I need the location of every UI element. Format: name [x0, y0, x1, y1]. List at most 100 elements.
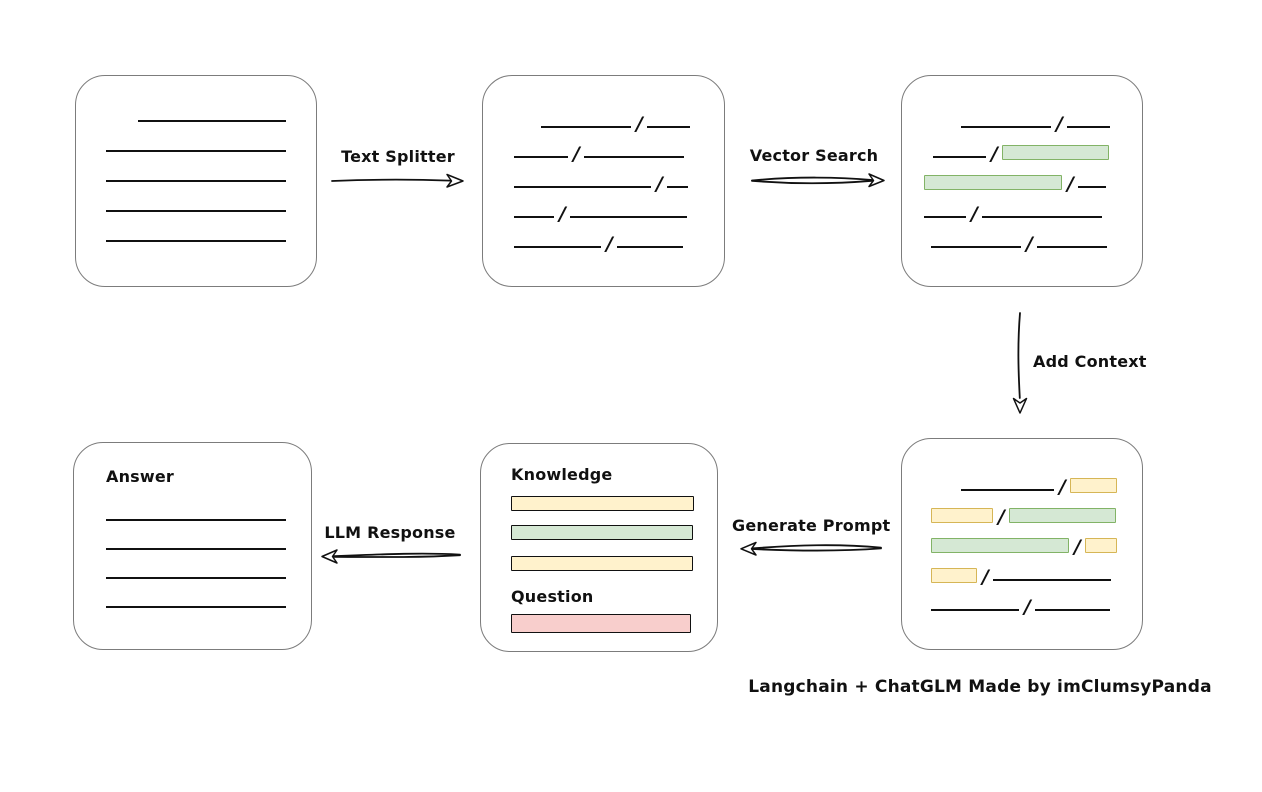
chunk-row: / [931, 491, 1142, 528]
split-slash: / [573, 143, 580, 165]
generate-prompt-label: Generate Prompt [732, 516, 891, 535]
text-line [106, 519, 286, 521]
text-line [583, 156, 684, 158]
text-line [981, 216, 1102, 218]
chunk-yellow [1084, 538, 1117, 553]
text-line [666, 186, 688, 188]
chunk-row [106, 521, 311, 550]
chunk-row: / [924, 158, 1142, 195]
knowledge-label: Knowledge [511, 465, 613, 484]
chunk-green [931, 538, 1069, 553]
split-slash: / [1026, 233, 1033, 255]
box-source-document [75, 75, 317, 287]
question-bar [511, 614, 717, 633]
chunk-yellow [1069, 478, 1117, 493]
text-line [961, 489, 1054, 491]
chunk-row [106, 182, 316, 212]
add-context-label: Add Context [1033, 352, 1147, 371]
split-slash: / [1074, 536, 1081, 558]
split-slash: / [1024, 596, 1031, 618]
text-line [961, 126, 1051, 128]
knowledge-bars [511, 496, 717, 571]
text-line [106, 150, 286, 152]
text-line [1034, 609, 1110, 611]
chunk-row [106, 212, 316, 242]
chunk-row: / [924, 218, 1142, 255]
text-line [616, 246, 683, 248]
split-slash: / [1059, 476, 1066, 498]
chunk-row: / [931, 551, 1142, 588]
question-label: Question [511, 587, 594, 606]
chunk-green [1001, 145, 1109, 160]
llm-response-arrow [321, 549, 461, 564]
split-slash: / [656, 173, 663, 195]
chunk-row: / [931, 581, 1142, 618]
chunk-rows: / / / / / [514, 98, 724, 255]
chunk-green [1008, 508, 1116, 523]
chunk-rows: / / / / / [931, 461, 1142, 618]
text-line [933, 156, 986, 158]
text-line [138, 120, 286, 122]
chunk-row: / [514, 128, 724, 165]
split-slash: / [971, 203, 978, 225]
text-line [106, 180, 286, 182]
chunk-row: / [514, 158, 724, 195]
red-bar [511, 614, 691, 633]
split-slash: / [606, 233, 613, 255]
chunk-row [106, 579, 311, 608]
text-line [924, 216, 966, 218]
text-line [514, 186, 651, 188]
generate-prompt-arrow [740, 541, 882, 556]
vector-search-arrow [751, 173, 885, 188]
chunk-rows [106, 92, 316, 242]
text-line [106, 577, 286, 579]
box-answer: Answer [73, 442, 312, 650]
text-line [541, 126, 631, 128]
split-slash: / [998, 506, 1005, 528]
chunk-row: / [514, 218, 724, 255]
text-line [931, 609, 1019, 611]
llm-response-label: LLM Response [324, 523, 456, 542]
text-line [514, 156, 568, 158]
answer-lines [106, 492, 311, 608]
chunk-row: / [931, 461, 1142, 498]
text-line [514, 216, 554, 218]
text-line [514, 246, 601, 248]
chunk-row [106, 492, 311, 521]
split-slash: / [559, 203, 566, 225]
box-vector-matches: ///// [901, 75, 1143, 287]
chunk-row [106, 92, 316, 122]
caption: Langchain + ChatGLM Made by imClumsyPand… [748, 677, 1212, 697]
chunk-yellow [931, 568, 977, 583]
box-context-chunks: / / / / / [901, 438, 1143, 650]
text-line [1077, 186, 1106, 188]
chunk-row [106, 122, 316, 152]
split-slash: / [982, 566, 989, 588]
split-slash: / [1067, 173, 1074, 195]
split-slash: / [636, 113, 643, 135]
chunk-row [106, 550, 311, 579]
chunk-row: / [924, 188, 1142, 225]
text-line [106, 548, 286, 550]
text-line [106, 240, 286, 242]
text-line [1066, 126, 1110, 128]
text-line [1036, 246, 1107, 248]
text-line [106, 606, 286, 608]
chunk-row: / [924, 128, 1142, 164]
chunk-row [106, 152, 316, 182]
text-line [106, 210, 286, 212]
chunk-green [924, 175, 1062, 190]
text-line [992, 579, 1111, 581]
chunk-row: / [514, 188, 724, 225]
text-splitter-arrow [331, 173, 464, 188]
text-line [646, 126, 690, 128]
box-split-chunks: / / / / / [482, 75, 725, 287]
text-line [569, 216, 687, 218]
vector-search-label: Vector Search [749, 146, 879, 165]
yellow-bar [511, 556, 693, 571]
green-bar [511, 525, 693, 540]
chunk-rows: ///// [924, 98, 1142, 255]
chunk-row: / [514, 98, 724, 135]
chunk-row: / [931, 521, 1142, 558]
